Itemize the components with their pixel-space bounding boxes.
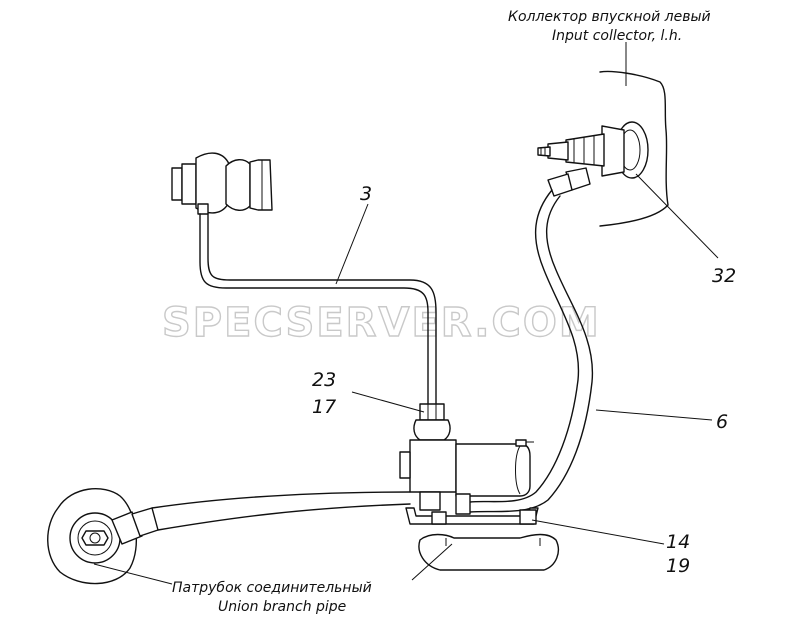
union-label-ru: Патрубок соединительный [172, 580, 372, 596]
union-branch-pipe [47, 488, 159, 585]
watermark: SPECSERVER.COM [162, 300, 601, 346]
collector-label-ru: Коллектор впускной левый [508, 9, 711, 25]
mounting-base [418, 533, 560, 571]
pipe-fitting-3 [171, 152, 273, 215]
hose-union-to-valve [151, 491, 411, 531]
callout-3: 3 [360, 183, 372, 205]
leader-lines [93, 173, 719, 585]
union-nut-23-17 [413, 403, 451, 441]
callout-19: 19 [666, 555, 690, 577]
intake-collector-wall [599, 42, 669, 227]
callout-32: 32 [712, 265, 736, 287]
callout-23: 23 [312, 369, 336, 391]
sensor-32 [537, 121, 649, 197]
callout-6: 6 [716, 411, 728, 433]
pipe-3 [199, 213, 437, 405]
collector-label-en: Input collector, l.h. [552, 28, 682, 44]
solenoid-valve [399, 439, 534, 515]
callout-14: 14 [666, 531, 690, 553]
callout-17: 17 [312, 396, 336, 418]
union-label-en: Union branch pipe [218, 599, 346, 615]
